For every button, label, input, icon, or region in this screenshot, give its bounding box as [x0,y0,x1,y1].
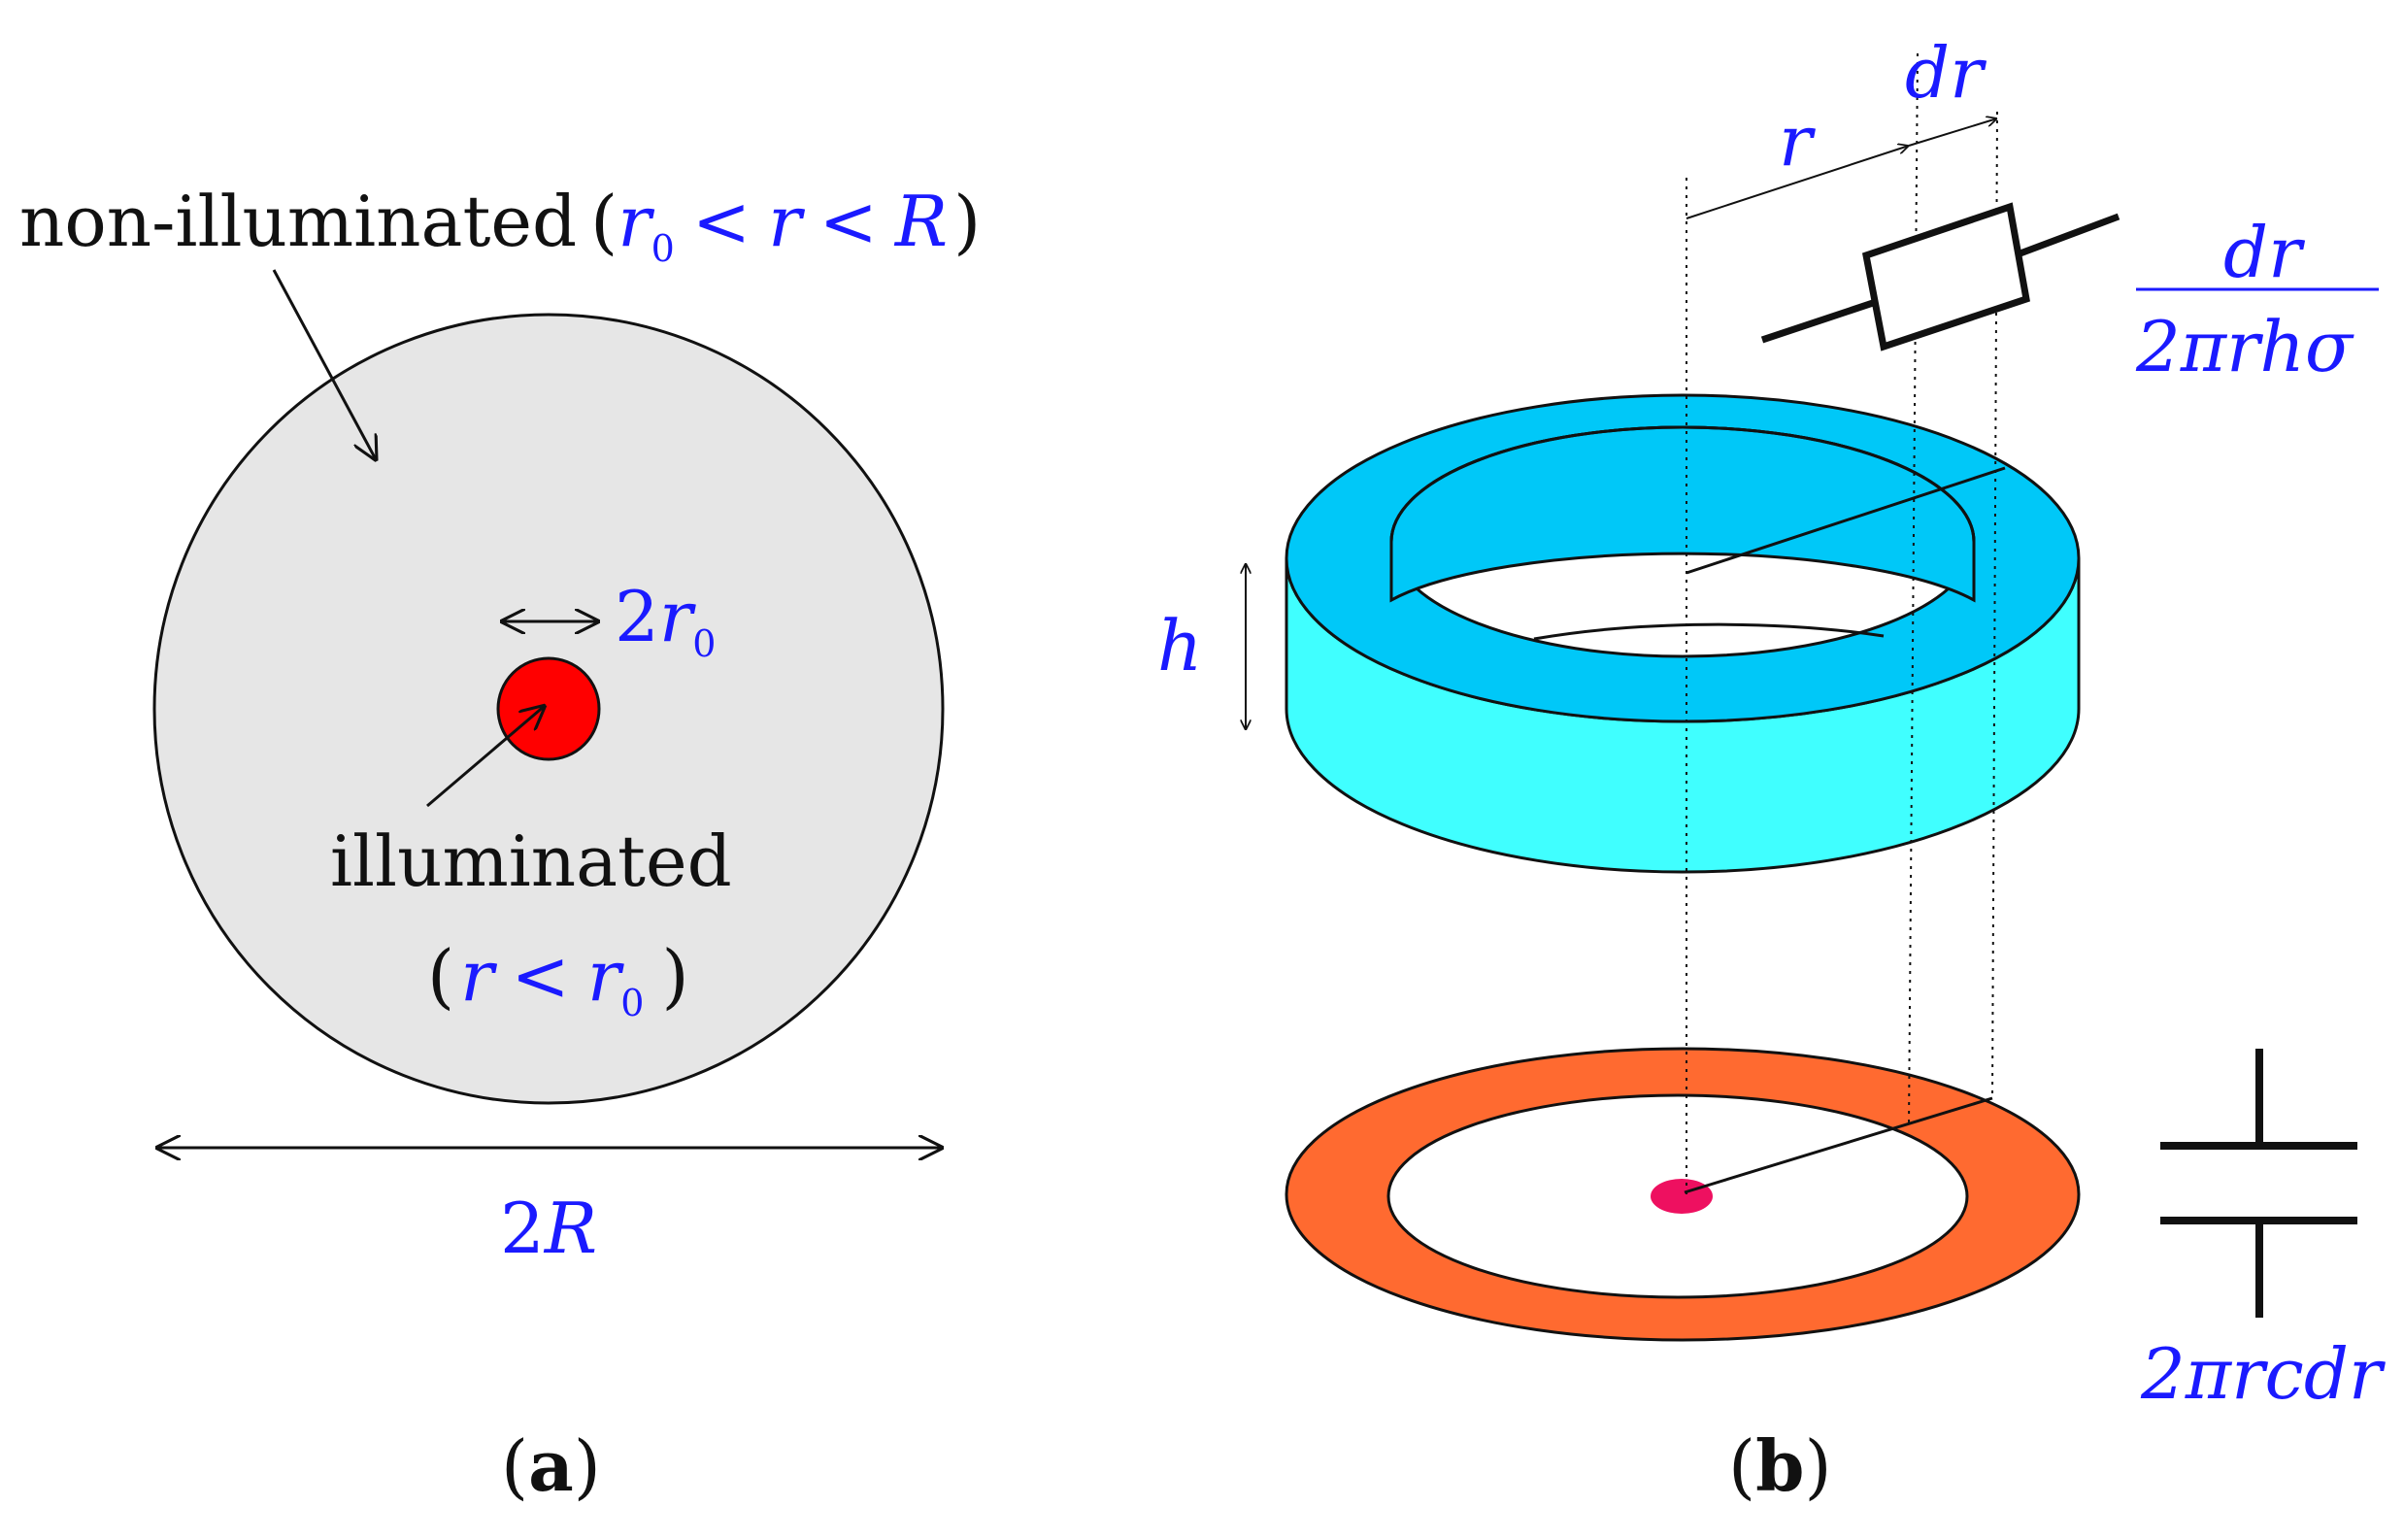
spot-width-label: 2r0 [615,576,716,665]
height-label: h [1157,605,1202,686]
non-illuminated-arrow [272,269,377,461]
ring-hole-bottom-edge [1533,622,1885,641]
dr-dimension-arrow [1908,118,1997,147]
ring-element [1285,393,2081,874]
illuminated-spot [496,656,601,761]
r-label: r [1779,100,1816,182]
projection-lines [1686,52,1998,1196]
electrode-radius-line [1684,1096,1993,1194]
illuminated-arrow [426,705,546,808]
capacitance-label: 2πrcdr [2140,1333,2386,1415]
illuminated-label: illuminated [330,820,732,902]
illuminated-condition: (r<r0) [427,935,689,1024]
dr-label: dr [1905,32,1987,114]
resistance-denominator: 2πrhσ [2135,306,2354,387]
electrode-element [1285,1047,2081,1342]
capacitor-symbol [2160,1049,2357,1318]
resistance-numerator: dr [2223,212,2305,293]
panel-b: h r dr dr 2πrhσ [1157,32,2386,1507]
resistor-symbol [1760,202,2120,352]
r-dimension-arrow [1686,146,1909,219]
panel-a-label: (a) [501,1424,601,1507]
ring-radius-line [1686,466,2006,575]
center-dot [1651,1179,1713,1214]
diameter-label: 2R [500,1188,597,1269]
panel-a: non-illuminated(r0<r<R) 2r0 illuminated … [19,181,981,1507]
panel-b-label: (b) [1728,1424,1832,1507]
ring-hole-rim [1389,425,1976,543]
non-illuminated-label: non-illuminated(r0<r<R) [19,181,981,270]
